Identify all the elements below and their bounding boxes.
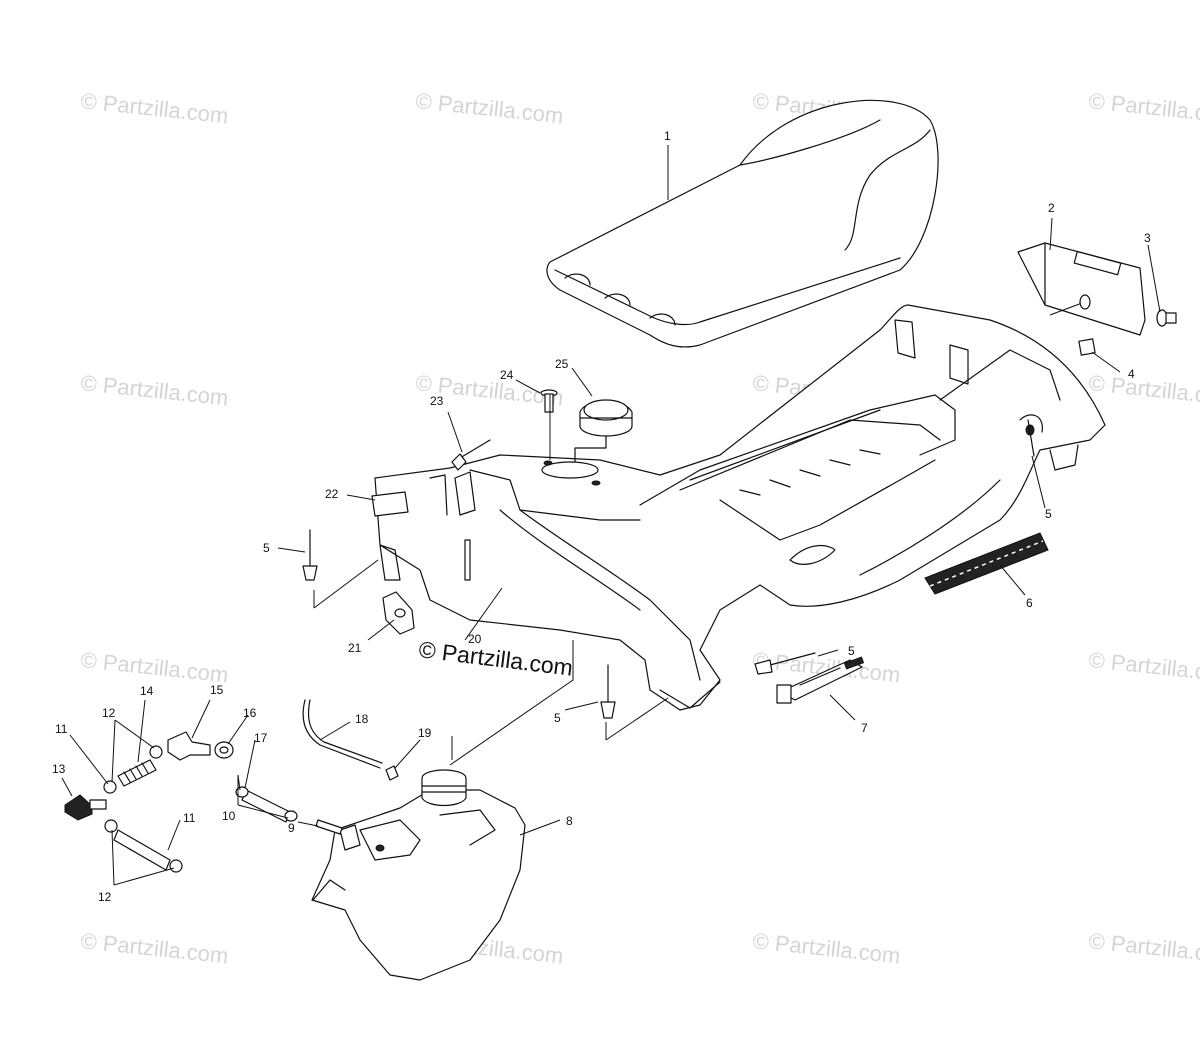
part-rivet — [451, 439, 491, 471]
leader-lines — [61, 145, 1161, 886]
watermark: © Partzilla.com — [79, 647, 229, 687]
watermark: © Partzilla.com — [1087, 928, 1200, 968]
part-fuel-hose — [235, 786, 298, 823]
part-grab-mat — [924, 532, 1049, 595]
callout-5: 5 — [1045, 507, 1052, 521]
part-clip — [385, 765, 399, 781]
callout-21: 21 — [348, 641, 362, 655]
part-screw — [1156, 309, 1177, 327]
part-tail-bracket — [1017, 242, 1146, 336]
callout-5: 5 — [554, 711, 561, 725]
callout-14: 14 — [140, 684, 154, 698]
callout-1: 1 — [664, 129, 671, 143]
callout-13: 13 — [52, 762, 66, 776]
callout-labels: 1 2 3 4 5 5 5 5 6 7 8 9 10 11 11 12 12 1… — [52, 129, 1151, 904]
callout-17: 17 — [254, 731, 268, 745]
part-seat-cushion — [546, 99, 939, 348]
callout-9: 9 — [288, 821, 295, 835]
callout-3: 3 — [1144, 231, 1151, 245]
part-rivets — [302, 419, 1035, 719]
callout-11: 11 — [55, 722, 68, 736]
callout-2: 2 — [1048, 201, 1055, 215]
part-elbow-fitting — [167, 731, 211, 761]
part-bracket — [382, 591, 415, 635]
center-watermark: © Partzilla.com — [417, 636, 574, 681]
callout-18: 18 — [355, 712, 369, 726]
callout-6: 6 — [1026, 596, 1033, 610]
callout-19: 19 — [418, 726, 432, 740]
callout-24: 24 — [500, 368, 514, 382]
part-fuel-hose-lower — [113, 829, 171, 871]
callout-8: 8 — [566, 814, 573, 828]
part-strap — [776, 656, 865, 704]
part-decal — [371, 491, 409, 517]
callout-4: 4 — [1128, 367, 1135, 381]
part-screw-top — [540, 389, 558, 413]
callout-10: 10 — [222, 809, 236, 823]
callout-22: 22 — [325, 487, 339, 501]
callout-12: 12 — [98, 890, 112, 904]
watermark: © Partzilla.com — [79, 928, 229, 968]
callout-7: 7 — [861, 721, 868, 735]
callout-25: 25 — [555, 357, 569, 371]
part-seat-base — [374, 304, 1106, 711]
watermark: © Partzilla.com — [1087, 88, 1200, 128]
callout-5: 5 — [848, 644, 855, 658]
callout-15: 15 — [210, 683, 224, 697]
part-grommet — [214, 741, 234, 759]
part-fuel-valve — [64, 794, 107, 821]
watermark: © Partzilla.com — [414, 88, 564, 128]
part-spring-hose — [117, 759, 157, 787]
watermark: © Partzilla.com — [1087, 370, 1200, 410]
callout-16: 16 — [243, 706, 257, 720]
watermark: © Partzilla.com — [1087, 647, 1200, 687]
callout-12: 12 — [102, 706, 116, 720]
part-hose-clamps — [103, 745, 183, 873]
watermark: © Partzilla.com — [79, 370, 229, 410]
part-fuel-tank — [311, 769, 526, 981]
part-fuel-cap — [574, 399, 633, 463]
callout-20: 20 — [468, 632, 482, 646]
part-vent-hose — [302, 699, 383, 769]
callout-11: 11 — [183, 811, 196, 825]
part-speed-nut — [1078, 338, 1096, 356]
watermark: © Partzilla.com — [79, 88, 229, 128]
callout-5: 5 — [263, 541, 270, 555]
part-pin — [315, 819, 343, 835]
callout-23: 23 — [430, 394, 444, 408]
watermark: © Partzilla.com — [751, 928, 901, 968]
